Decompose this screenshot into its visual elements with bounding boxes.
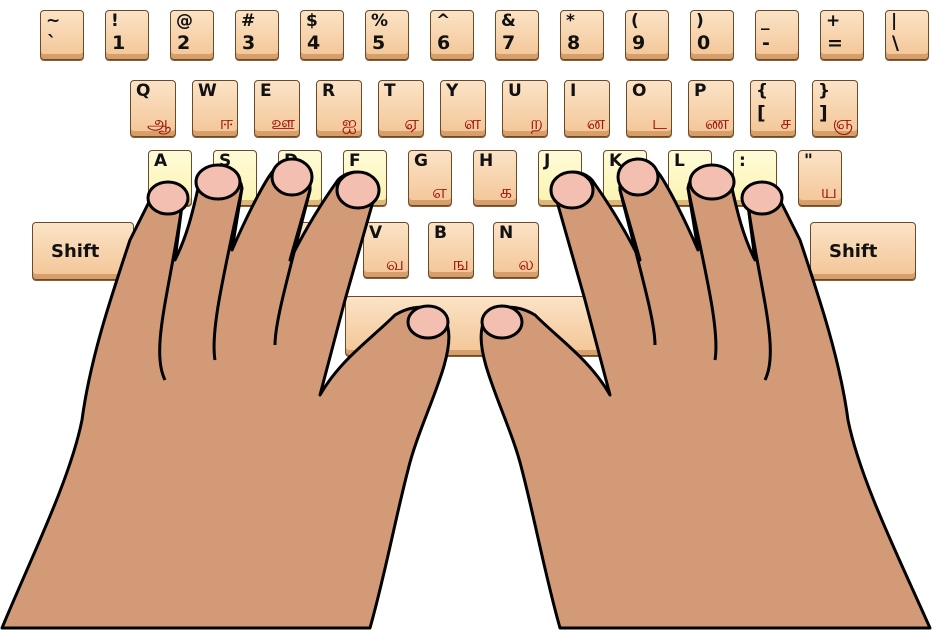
left-hand — [2, 159, 449, 628]
right-hand — [481, 159, 930, 628]
